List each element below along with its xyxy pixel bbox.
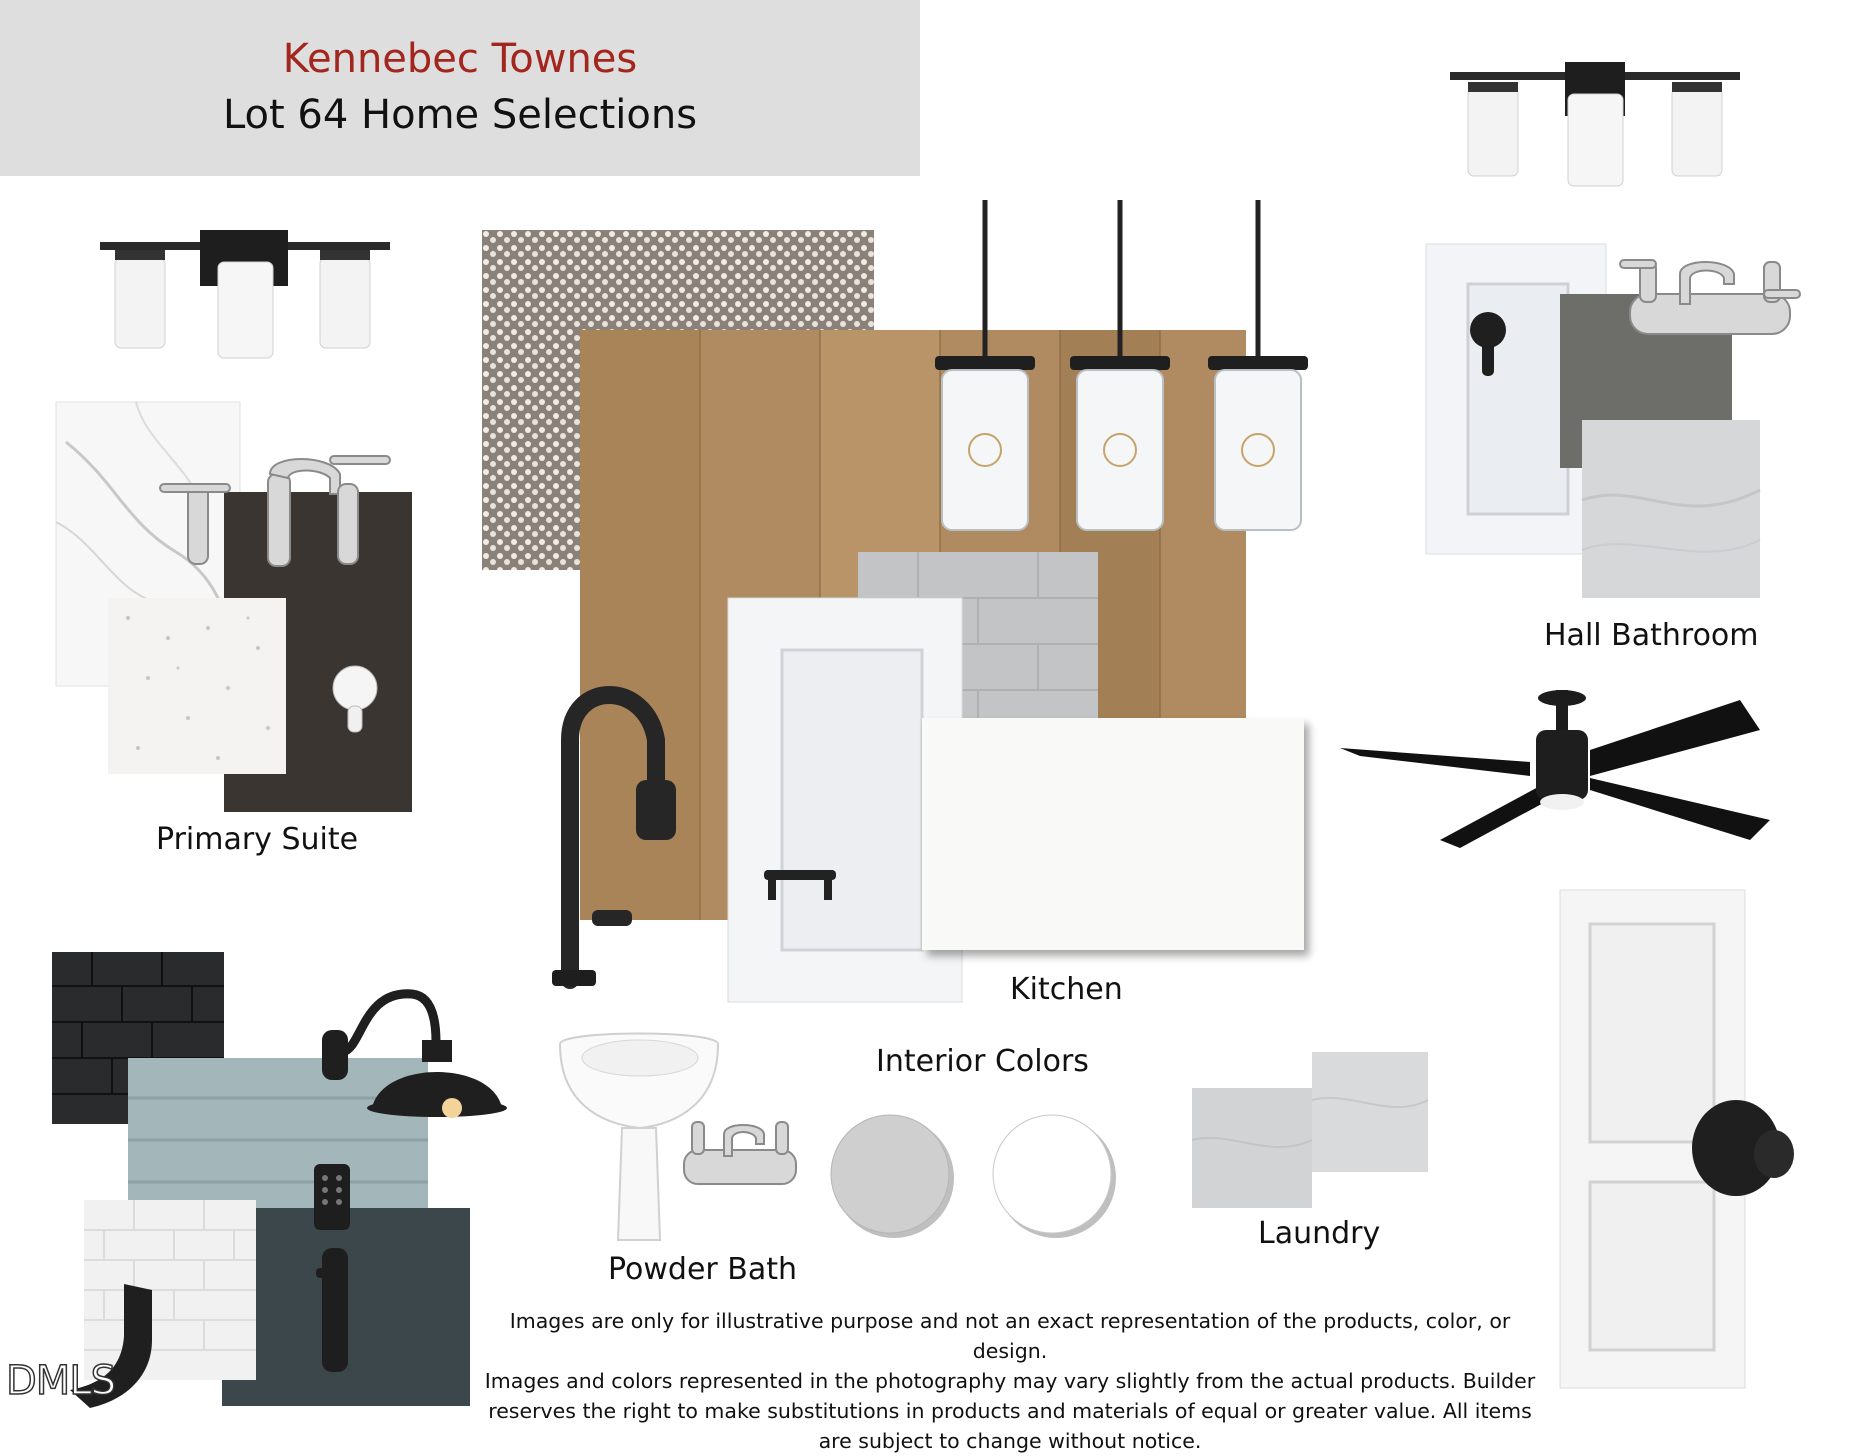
- interior-color-swatch-gray: [830, 1114, 954, 1238]
- kitchen-faucet-icon: [552, 686, 676, 989]
- disclaimer-line-1: Images are only for illustrative purpose…: [509, 1309, 1511, 1363]
- hall-tile-swatch: [1581, 420, 1761, 598]
- pendant-lights-icon: [935, 200, 1308, 531]
- powder-faucet-icon: [683, 1121, 797, 1185]
- vanity-light-icon: [100, 230, 390, 359]
- interior-door-swatch: [1559, 889, 1746, 1389]
- gutter-downspout-icon: [70, 1284, 152, 1408]
- section-label-interior-colors: Interior Colors: [876, 1044, 1089, 1079]
- keypad-lock-icon: [314, 1164, 350, 1230]
- disclaimer-text: Images are only for illustrative purpose…: [470, 1306, 1550, 1456]
- section-label-powder-bath: Powder Bath: [608, 1252, 798, 1287]
- disclaimer-line-2: Images and colors represented in the pho…: [484, 1369, 1536, 1393]
- cabinet-knob-icon: [332, 665, 378, 733]
- hall-faucet-icon: [1619, 259, 1801, 335]
- community-title: Kennebec Townes: [282, 36, 638, 82]
- page-title: Lot 64 Home Selections: [222, 92, 698, 138]
- section-label-kitchen: Kitchen: [1010, 972, 1123, 1007]
- header-banner: [0, 0, 920, 176]
- section-label-hall-bathroom: Hall Bathroom: [1544, 618, 1759, 653]
- barn-light-icon: [322, 989, 507, 1118]
- dmls-watermark: DMLS: [5, 1357, 117, 1405]
- faucet-icon: [159, 455, 391, 567]
- disclaimer-line-4: are subject to change without notice.: [818, 1429, 1202, 1453]
- ceiling-fan-icon: [1340, 690, 1770, 848]
- vanity-light-icon: [1450, 62, 1740, 187]
- brick-swatch: [84, 1200, 256, 1380]
- disclaimer-line-3: reserves the right to make substitutions…: [488, 1399, 1532, 1423]
- section-label-primary-suite: Primary Suite: [156, 822, 359, 857]
- door-knob-icon: [1692, 1100, 1794, 1196]
- interior-color-swatch-white: [992, 1114, 1116, 1238]
- quartz-countertop-swatch: [108, 598, 286, 774]
- kitchen-countertop-swatch: [922, 718, 1304, 950]
- entry-handle-icon: [316, 1248, 348, 1372]
- pedestal-sink-icon: [558, 1032, 720, 1241]
- laundry-tile-swatch: [1191, 1052, 1429, 1208]
- section-label-laundry: Laundry: [1258, 1216, 1381, 1251]
